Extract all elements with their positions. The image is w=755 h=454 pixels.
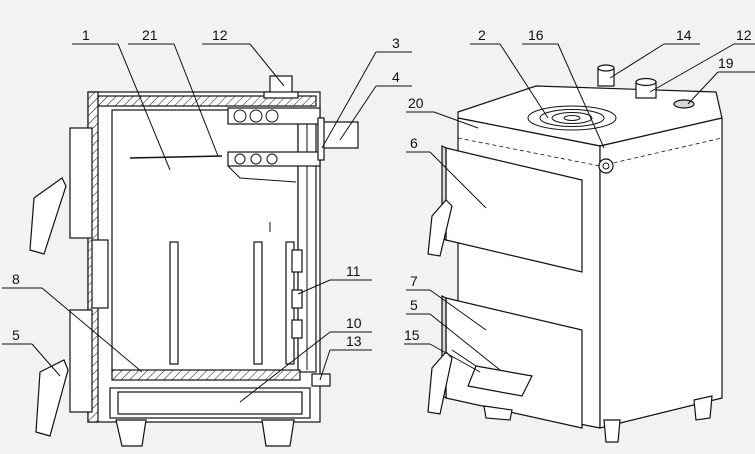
label-13: 13 xyxy=(346,333,362,349)
leader-5a xyxy=(31,343,61,377)
grate xyxy=(111,369,301,381)
leader-20 xyxy=(433,111,479,129)
label-12-left: 12 xyxy=(212,27,228,43)
leader-19 xyxy=(687,71,719,105)
side-connector-3 xyxy=(291,319,303,339)
label-3: 3 xyxy=(392,35,400,51)
top-lid xyxy=(97,95,317,107)
cooktop-ring-outer xyxy=(527,105,617,131)
leader-lines xyxy=(2,43,755,403)
leader-12b xyxy=(649,43,735,93)
leader-14 xyxy=(609,43,665,79)
baffle-plate xyxy=(129,155,223,159)
front-seam xyxy=(457,137,601,167)
label-15: 15 xyxy=(404,327,420,343)
leader-2 xyxy=(499,43,549,119)
label-5-left: 5 xyxy=(12,327,20,343)
deflector xyxy=(227,165,297,183)
ash-pan-inner xyxy=(117,391,303,415)
leader-12a xyxy=(249,43,285,87)
leader-21 xyxy=(173,43,219,157)
leader-15 xyxy=(429,343,481,373)
cooktop-ring-center xyxy=(563,115,581,121)
inner-bar-1 xyxy=(169,241,179,365)
top-pipe-14-cap xyxy=(597,64,615,72)
iso-leg-side xyxy=(693,395,713,421)
leader-10 xyxy=(239,331,331,403)
tube-4 xyxy=(234,153,246,165)
label-21: 21 xyxy=(142,27,158,43)
label-14: 14 xyxy=(676,27,692,43)
tube-3 xyxy=(265,109,279,123)
leader-4 xyxy=(339,85,377,141)
cooktop-ring-3 xyxy=(551,112,593,124)
firebox xyxy=(111,109,299,373)
label-20: 20 xyxy=(408,95,424,111)
lower-door-handle xyxy=(35,359,69,437)
label-6: 6 xyxy=(410,135,418,151)
drain-fitting xyxy=(311,373,331,387)
lower-door-handle-iso xyxy=(427,351,453,415)
leader-16 xyxy=(557,43,605,149)
upper-door-handle-iso xyxy=(427,199,453,257)
thermometer xyxy=(673,99,695,109)
side-connector-1 xyxy=(291,249,303,273)
side-gauge xyxy=(598,158,614,174)
leader-5b xyxy=(429,313,501,371)
isometric-view xyxy=(427,64,723,443)
left-leg-front xyxy=(115,419,147,447)
front-plate-middle xyxy=(91,239,109,309)
upper-door-frame xyxy=(69,127,93,239)
leader-7 xyxy=(429,289,487,331)
damper-rod xyxy=(451,349,477,367)
label-12-right: 12 xyxy=(736,27,752,43)
top-pipe-12-cap xyxy=(635,77,657,87)
leader-8 xyxy=(41,287,143,373)
label-8: 8 xyxy=(12,271,20,287)
leader-11 xyxy=(297,279,331,295)
inner-bar-2 xyxy=(253,241,263,365)
tube-5 xyxy=(250,153,262,165)
side-connector-2 xyxy=(291,289,303,309)
tube-6 xyxy=(266,153,278,165)
label-4: 4 xyxy=(392,69,400,85)
label-2: 2 xyxy=(478,27,486,43)
cooktop-ring-2 xyxy=(539,109,605,127)
boiler-side-face xyxy=(599,117,723,429)
label-10: 10 xyxy=(346,315,362,331)
label-19: 19 xyxy=(718,55,734,71)
label-5-right: 5 xyxy=(410,297,418,313)
label-7: 7 xyxy=(410,273,418,289)
flue-flange xyxy=(317,117,325,161)
tube-2 xyxy=(249,109,263,123)
leader-1 xyxy=(117,43,171,171)
label-1: 1 xyxy=(82,27,90,43)
lower-door-frame xyxy=(69,309,93,413)
part-labels: 1 21 12 3 4 8 5 11 10 13 2 16 14 12 19 2… xyxy=(12,27,752,349)
air-damper xyxy=(467,365,533,397)
top-fitting-base xyxy=(263,91,299,99)
leader-6 xyxy=(429,151,487,209)
left-leg-back xyxy=(261,419,295,447)
sectional-view xyxy=(29,75,359,447)
label-11: 11 xyxy=(346,263,361,279)
label-16: 16 xyxy=(528,27,544,43)
iso-leg-front xyxy=(603,419,621,443)
leader-13 xyxy=(319,349,331,381)
upper-door-handle xyxy=(29,177,67,255)
flue-outlet xyxy=(319,121,359,149)
iso-leg-front-left xyxy=(483,405,513,421)
tube-1 xyxy=(233,109,247,123)
side-gauge-inner xyxy=(602,162,610,170)
leader-3 xyxy=(321,51,377,149)
